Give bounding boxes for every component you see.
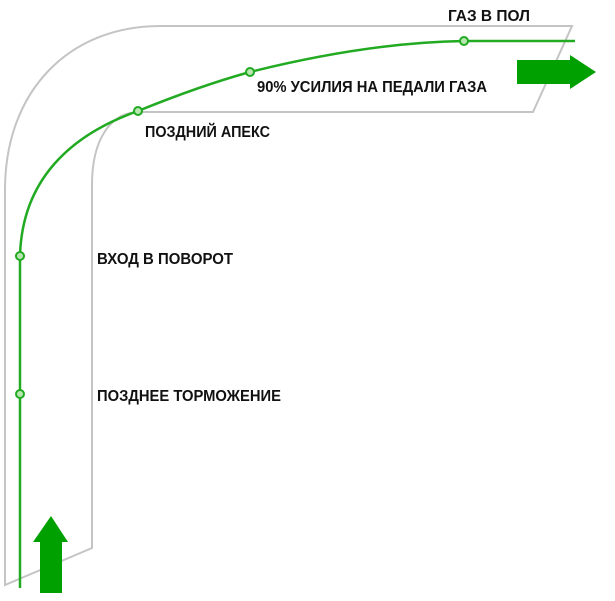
- late-braking-label: ПОЗДНЕЕ ТОРМОЖЕНИЕ: [97, 388, 281, 405]
- turn-in-marker: [15, 251, 25, 261]
- entry-arrow-icon: [33, 516, 68, 593]
- full-throttle-marker: [459, 36, 469, 46]
- track-outline: [4, 25, 574, 587]
- turn-in-label: ВХОД В ПОВОРОТ: [97, 251, 234, 268]
- racing-line: [18, 39, 575, 588]
- exit-arrow-icon: [517, 55, 596, 89]
- throttle-90-label: 90% УСИЛИЯ НА ПЕДАЛИ ГАЗА: [257, 79, 487, 96]
- late-apex-label: ПОЗДНИЙ АПЕКС: [145, 123, 270, 141]
- late-braking-marker: [15, 389, 25, 399]
- throttle-90-marker: [245, 67, 255, 77]
- late-apex-marker: [133, 106, 143, 116]
- full-throttle-label: ГАЗ В ПОЛ: [448, 8, 530, 25]
